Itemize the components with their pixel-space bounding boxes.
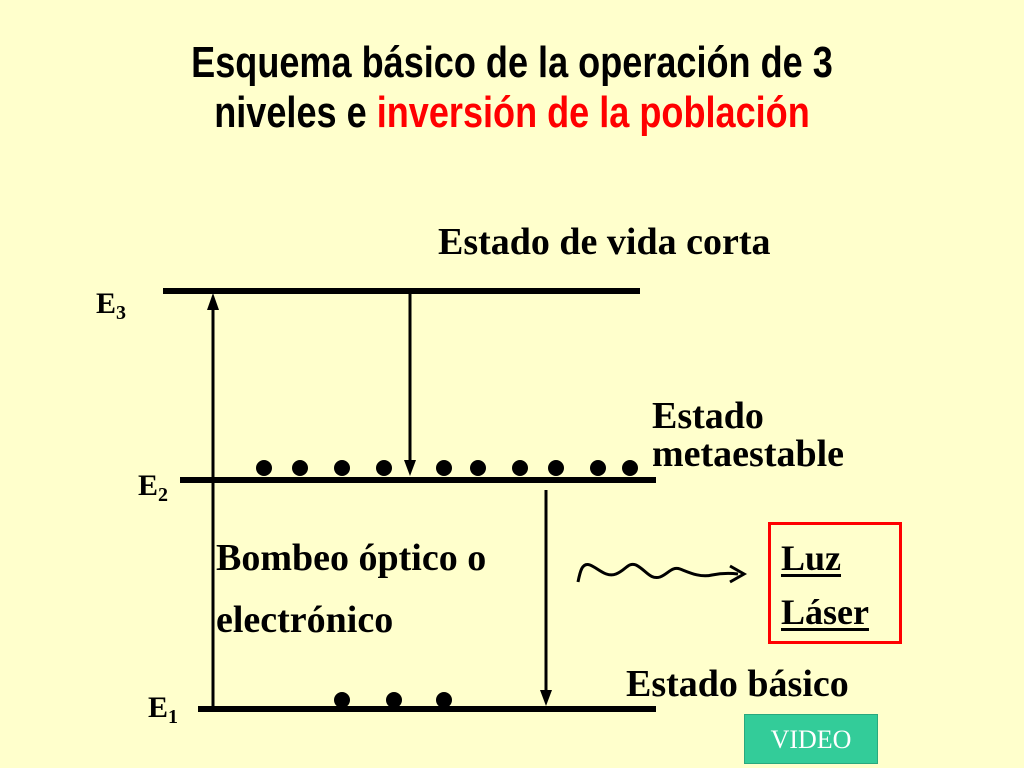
electron-dot — [334, 460, 350, 476]
electron-dot — [512, 460, 528, 476]
label-metastable-line1: Estado — [652, 395, 764, 437]
title-line-2-red: inversión de la población — [376, 88, 810, 137]
label-ground-state: Estado básico — [626, 663, 849, 705]
electrons-e2 — [256, 460, 638, 476]
photon-wave — [576, 562, 739, 583]
electron-dot — [292, 460, 308, 476]
label-e1: E1 — [148, 691, 179, 728]
electron-dot — [334, 692, 350, 708]
photon-arrowhead — [729, 564, 748, 584]
pump-arrowhead — [207, 293, 219, 310]
label-short-lived-state: Estado de vida corta — [438, 221, 771, 263]
electron-dot — [436, 460, 452, 476]
electrons-e1 — [334, 692, 452, 708]
slide-title: Esquema básico de la operación de 3 nive… — [92, 38, 932, 138]
title-line-2-black: niveles e — [214, 88, 377, 137]
label-pumping-line2: electrónico — [216, 599, 394, 641]
electron-dot — [436, 692, 452, 708]
title-line-2: niveles e inversión de la población — [92, 88, 932, 138]
label-e3: E3 — [96, 287, 127, 324]
title-line-1: Esquema básico de la operación de 3 — [191, 38, 833, 87]
electron-dot — [256, 460, 272, 476]
electron-dot — [376, 460, 392, 476]
electron-dot — [548, 460, 564, 476]
label-e2: E2 — [138, 469, 169, 506]
electron-dot — [470, 460, 486, 476]
label-pumping-line1: Bombeo óptico o — [216, 537, 487, 579]
laser-label-line2: Láser — [781, 592, 869, 632]
label-metastable-line2: metaestable — [652, 433, 845, 475]
laser-label-line1: Luz — [781, 538, 842, 578]
decay-arrowhead-e1 — [540, 690, 552, 706]
electron-dot — [622, 460, 638, 476]
electron-dot — [590, 460, 606, 476]
electron-dot — [386, 692, 402, 708]
decay-arrowhead-e2 — [404, 460, 416, 476]
laser-light-box — [768, 522, 902, 644]
video-button[interactable]: VIDEO — [744, 714, 878, 764]
